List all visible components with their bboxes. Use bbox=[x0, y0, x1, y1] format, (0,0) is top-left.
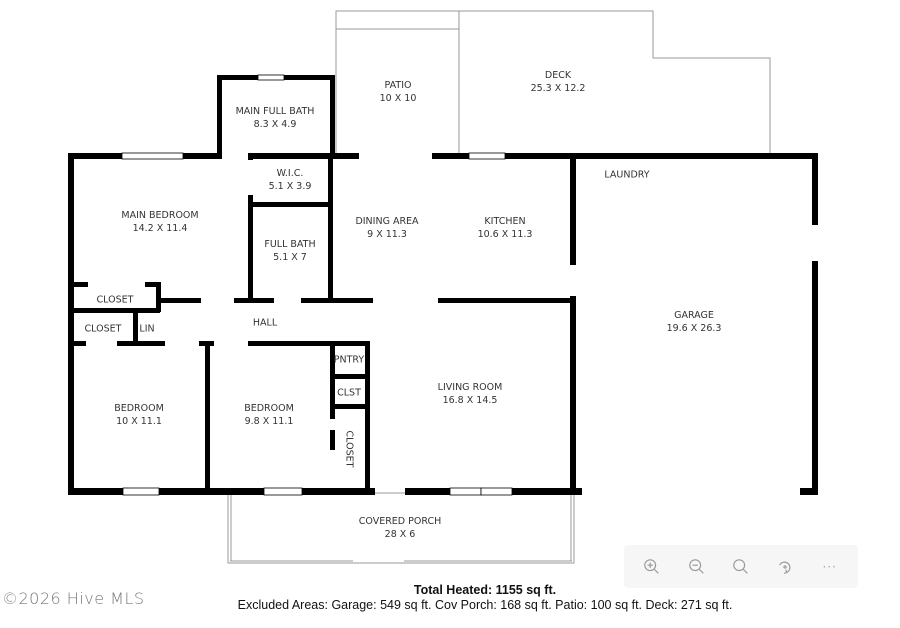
room-closet-lower: CLOSET bbox=[85, 323, 122, 336]
room-covered-porch: COVERED PORCH 28 X 6 bbox=[359, 515, 442, 541]
room-dims: 10 X 10 bbox=[379, 93, 417, 104]
copyright-watermark: ©2026 Hive MLS bbox=[2, 589, 145, 608]
room-dims: 10.6 X 11.3 bbox=[477, 229, 533, 240]
room-full-bath: FULL BATH 5.1 X 7 bbox=[264, 238, 315, 264]
more-button[interactable]: ··· bbox=[816, 553, 844, 581]
room-garage: GARAGE 19.6 X 26.3 bbox=[667, 309, 722, 335]
zoom-in-button[interactable] bbox=[638, 553, 666, 581]
room-name: FULL BATH bbox=[264, 239, 316, 250]
room-pantry: PNTRY bbox=[334, 354, 364, 367]
room-clst: CLST bbox=[337, 387, 361, 400]
room-dims: 14.2 X 11.4 bbox=[132, 223, 188, 234]
room-name: CLOSET bbox=[343, 430, 355, 468]
room-living-room: LIVING ROOM 16.8 X 14.5 bbox=[438, 381, 503, 407]
walls bbox=[68, 75, 818, 495]
room-dims: 8.3 X 4.9 bbox=[253, 119, 297, 130]
room-main-full-bath: MAIN FULL BATH 8.3 X 4.9 bbox=[236, 105, 315, 131]
room-name: KITCHEN bbox=[484, 216, 526, 227]
room-name: CLST bbox=[337, 387, 361, 399]
room-name: LIVING ROOM bbox=[437, 382, 503, 393]
room-name: HALL bbox=[252, 317, 278, 329]
room-name: MAIN BEDROOM bbox=[121, 210, 199, 221]
room-linen: LIN bbox=[139, 323, 154, 336]
room-dims: 25.3 X 12.2 bbox=[530, 83, 586, 94]
room-dims: 19.6 X 26.3 bbox=[666, 323, 722, 334]
room-name: PNTRY bbox=[333, 354, 365, 366]
room-patio: PATIO 10 X 10 bbox=[380, 79, 417, 105]
room-dims: 9.8 X 11.1 bbox=[244, 416, 294, 427]
room-dims: 5.1 X 7 bbox=[273, 252, 307, 263]
room-dining-area: DINING AREA 9 X 11.3 bbox=[355, 215, 418, 241]
room-wic: W.I.C. 5.1 X 3.9 bbox=[269, 167, 312, 193]
room-dims: 10 X 11.1 bbox=[116, 416, 162, 427]
room-name: CLOSET bbox=[84, 323, 122, 335]
room-dims: 9 X 11.3 bbox=[367, 229, 407, 240]
rotate-icon bbox=[779, 561, 791, 574]
zoom-out-button[interactable] bbox=[683, 553, 711, 581]
room-laundry: LAUNDRY bbox=[604, 169, 649, 182]
room-name: W.I.C. bbox=[276, 168, 304, 179]
room-bedroom-1: BEDROOM 10 X 11.1 bbox=[114, 402, 164, 428]
room-name: COVERED PORCH bbox=[358, 516, 442, 527]
zoom-reset-button[interactable] bbox=[727, 553, 755, 581]
room-name: MAIN FULL BATH bbox=[235, 106, 315, 117]
zoom-out-icon bbox=[688, 558, 704, 574]
room-name: BEDROOM bbox=[244, 403, 294, 414]
room-name: DINING AREA bbox=[355, 216, 419, 227]
zoom-in-icon bbox=[644, 558, 659, 574]
rotate-button[interactable] bbox=[771, 553, 799, 581]
room-name: LIN bbox=[139, 323, 155, 335]
viewer-toolbar: ··· bbox=[624, 545, 858, 588]
zoom-reset-icon bbox=[733, 558, 748, 574]
room-dims: 5.1 X 3.9 bbox=[268, 181, 312, 192]
room-main-bedroom: MAIN BEDROOM 14.2 X 11.4 bbox=[121, 209, 198, 235]
room-dims: 28 X 6 bbox=[384, 529, 416, 540]
room-closet-upper: CLOSET bbox=[97, 294, 134, 307]
room-name: LAUNDRY bbox=[604, 169, 650, 181]
total-heated-area: Total Heated: 1155 sq ft. bbox=[413, 583, 557, 597]
room-kitchen: KITCHEN 10.6 X 11.3 bbox=[478, 215, 533, 241]
room-bedroom-2: BEDROOM 9.8 X 11.1 bbox=[244, 402, 294, 428]
windows bbox=[121, 74, 513, 496]
more-icon: ··· bbox=[822, 559, 837, 574]
room-name: BEDROOM bbox=[114, 403, 164, 414]
room-name: CLOSET bbox=[96, 294, 134, 306]
excluded-areas: Excluded Areas: Garage: 549 sq ft. Cov P… bbox=[237, 598, 733, 612]
room-name: DECK bbox=[544, 70, 572, 81]
room-name: GARAGE bbox=[674, 310, 714, 321]
room-name: PATIO bbox=[384, 80, 412, 91]
exterior-outlines bbox=[227, 10, 771, 564]
room-deck: DECK 25.3 X 12.2 bbox=[531, 69, 586, 95]
room-dims: 16.8 X 14.5 bbox=[442, 395, 498, 406]
room-hall: HALL bbox=[253, 317, 277, 330]
room-closet-vertical: CLOSET bbox=[343, 431, 356, 468]
